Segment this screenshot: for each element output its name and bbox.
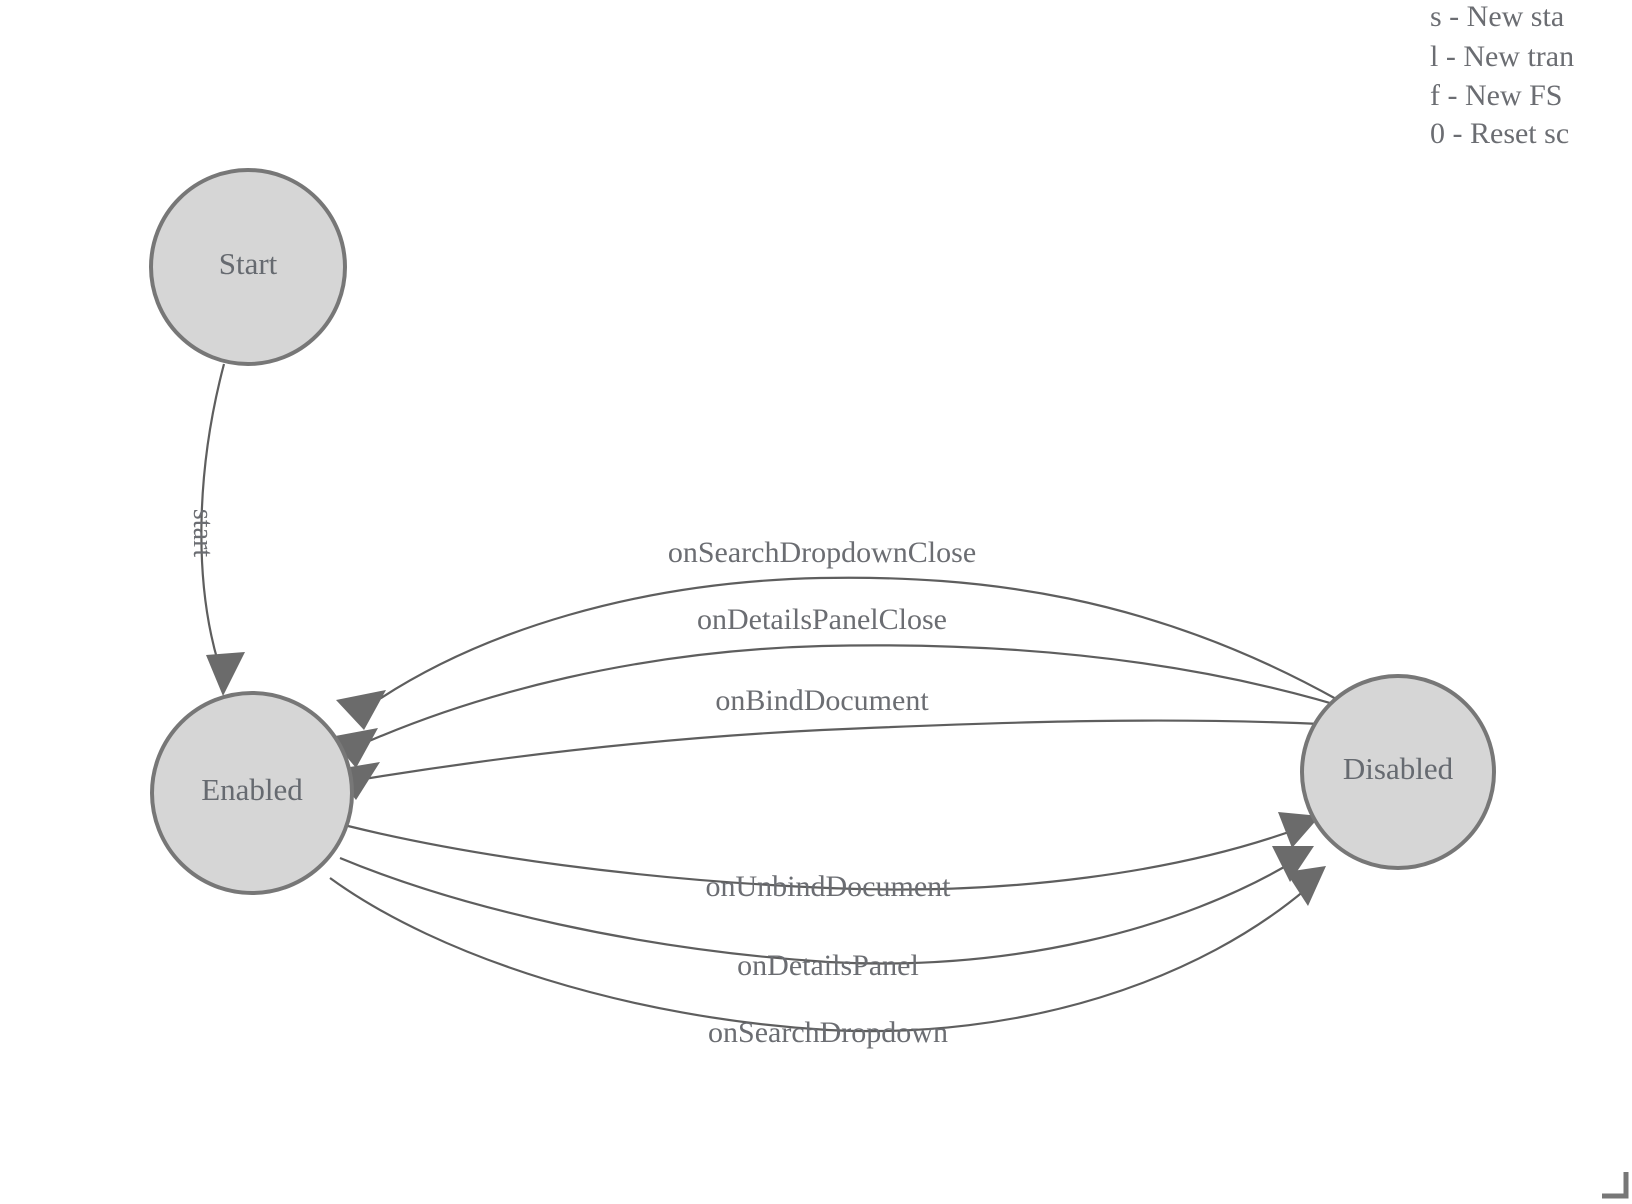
edge-path-onsearchdropdownclose[interactable]	[368, 576, 1339, 707]
edge-path-onsearchdropdown[interactable]	[329, 877, 1313, 1033]
edge-path-start[interactable]	[200, 363, 226, 663]
transition-onsearchdropdownclose[interactable]	[336, 576, 1339, 730]
keyboard-hints: s - New sta l - New tran f - New FS 0 - …	[1430, 0, 1574, 150]
transition-ondetailspanelclose[interactable]	[330, 644, 1361, 768]
edge-label-onsearchdropdownclose: onSearchDropdownClose	[668, 536, 976, 569]
arrowhead-onsearchdropdownclose	[336, 690, 386, 730]
arrowhead-ondetailspanel	[1272, 846, 1314, 882]
node-enabled-label: Enabled	[201, 772, 303, 807]
arrowhead-onunbinddocument	[1278, 812, 1320, 848]
arrowhead-ondetailspanelclose	[330, 728, 378, 768]
node-start[interactable]: Start	[149, 168, 347, 366]
edge-label-onsearchdropdown: onSearchDropdown	[708, 1016, 948, 1049]
hint-new-fsm: f - New FS	[1430, 79, 1563, 112]
hint-new-transition: l - New tran	[1430, 40, 1574, 73]
edge-path-onunbinddocument[interactable]	[347, 824, 1301, 891]
edge-label-ondetailspanel: onDetailsPanel	[737, 949, 919, 982]
edge-label-onbinddocument: onBindDocument	[715, 684, 929, 717]
node-start-circle[interactable]	[149, 168, 347, 366]
arrowhead-start	[206, 652, 245, 696]
transition-onunbinddocument[interactable]	[347, 812, 1320, 891]
transition-onbinddocument[interactable]	[332, 719, 1376, 800]
edge-label-onunbinddocument: onUnbindDocument	[706, 870, 952, 903]
arrowhead-onsearchdropdown	[1286, 866, 1326, 906]
transition-ondetailspanel[interactable]	[339, 846, 1314, 965]
resize-corner-handle[interactable]	[1602, 1172, 1629, 1199]
node-start-label: Start	[219, 246, 278, 281]
node-disabled-label: Disabled	[1343, 751, 1454, 786]
transition-start[interactable]	[200, 363, 245, 696]
edge-label-start: start	[187, 509, 218, 557]
node-disabled-circle[interactable]	[1300, 674, 1496, 870]
node-enabled-circle[interactable]	[150, 691, 354, 895]
edge-path-onbinddocument[interactable]	[357, 719, 1376, 782]
node-enabled[interactable]: Enabled	[150, 691, 354, 895]
edge-label-ondetailspanelclose: onDetailsPanelClose	[697, 603, 947, 636]
transition-onsearchdropdown[interactable]	[329, 866, 1326, 1033]
node-disabled[interactable]: Disabled	[1300, 674, 1496, 870]
hint-new-state: s - New sta	[1430, 0, 1564, 33]
edge-path-ondetailspanel[interactable]	[339, 856, 1297, 965]
hint-reset-scale: 0 - Reset sc	[1430, 117, 1569, 150]
edge-path-ondetailspanelclose[interactable]	[359, 644, 1361, 747]
